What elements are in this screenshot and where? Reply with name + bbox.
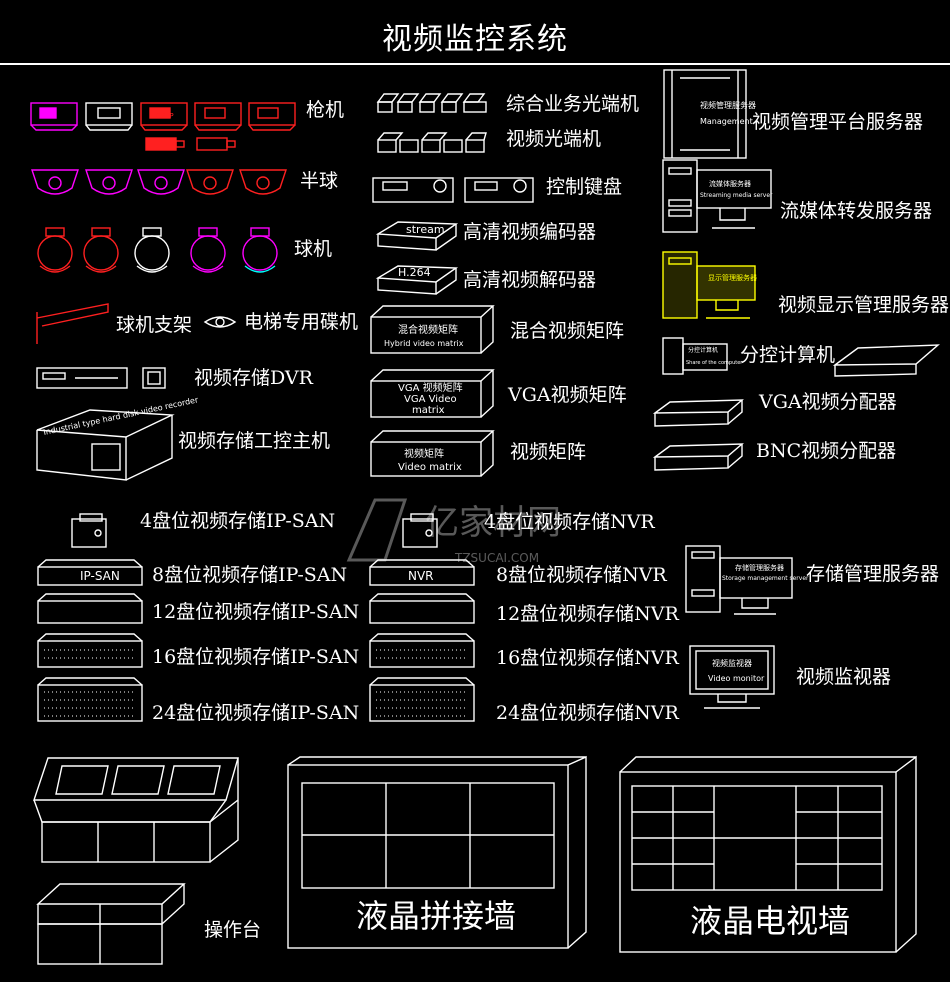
ipsan8-tag: IP-SAN: [80, 569, 120, 583]
label-fiber-multi: 综合业务光端机: [506, 93, 640, 115]
label-bnc-splitter: BNC视频分配器: [756, 440, 897, 462]
video-matrix-en: Video matrix: [398, 462, 462, 473]
half-dome-icons: [31, 169, 287, 195]
vga-matrix-icon: [370, 369, 495, 418]
label-vga-splitter: VGA视频分配器: [759, 391, 897, 413]
video-monitor-icon: [689, 645, 775, 709]
label-dvr: 视频存储DVR: [194, 367, 313, 389]
label-display-server: 视频显示管理服务器: [778, 294, 950, 316]
stream-server-cn: 流媒体服务器: [709, 179, 751, 188]
vga-matrix-en1: VGA Video: [404, 394, 457, 405]
vga-matrix-cn: VGA 视频矩阵: [398, 381, 463, 394]
watermark-cn: 亿家材网: [425, 503, 561, 543]
dome-bracket-icon: [36, 303, 109, 344]
tv-wall-icon: [619, 755, 917, 953]
label-video-matrix: 视频矩阵: [510, 441, 587, 463]
label-ipsan16: 16盘位视频存储IP-SAN: [152, 646, 360, 668]
label-nvr24: 24盘位视频存储NVR: [496, 702, 679, 724]
video-matrix-icon: [370, 430, 495, 477]
decoder-icon: [375, 265, 459, 295]
title-divider: [0, 63, 950, 65]
dvr-icon: [36, 367, 166, 389]
storage-server-icon: [685, 545, 793, 615]
sub-pc-en: Share of the computer: [686, 360, 743, 366]
label-bullet-camera: 枪机: [306, 99, 345, 121]
monitor-cn: 视频监视器: [712, 658, 752, 668]
watermark-logo-icon: 亿家材网 TZSUCAI.COM: [346, 498, 561, 565]
mgmt-server-en: Management: [700, 117, 753, 126]
label-nvr4: 4盘位视频存储NVR: [484, 511, 655, 533]
label-tv-wall: 液晶电视墙: [690, 902, 851, 940]
label-nvr12: 12盘位视频存储NVR: [496, 603, 679, 625]
label-console: 操作台: [204, 919, 262, 941]
label-dome: 球机: [294, 238, 333, 260]
elevator-camera-icon: [203, 316, 237, 328]
decoder-tag: H.264: [398, 266, 431, 279]
lcd-wall-icon: [287, 755, 587, 949]
label-encoder: 高清视频编码器: [463, 221, 597, 243]
hybrid-matrix-en: Hybrid video matrix: [384, 339, 464, 348]
label-mgmt-server: 视频管理平台服务器: [752, 111, 924, 133]
label-ipsan4: 4盘位视频存储IP-SAN: [140, 510, 336, 532]
label-sub-pc: 分控计算机: [740, 344, 836, 366]
monitor-en: Video monitor: [708, 674, 765, 683]
label-fiber-video: 视频光端机: [506, 128, 602, 150]
ipsan-rack-icons: [37, 559, 143, 722]
video-matrix-cn: 视频矩阵: [404, 447, 444, 460]
fiber-multi-icon: [376, 93, 487, 113]
label-decoder: 高清视频解码器: [463, 269, 597, 291]
keyboard-icon: [372, 177, 534, 203]
dome-camera-icons: [37, 227, 278, 273]
encoder-tag: stream: [406, 223, 445, 236]
stream-server-en: Streaming media server: [700, 192, 773, 199]
hybrid-matrix-cn: 混合视频矩阵: [398, 323, 458, 336]
label-keyboard: 控制键盘: [546, 176, 623, 198]
label-monitor: 视频监视器: [796, 666, 892, 688]
label-ipc-host: 视频存储工控主机: [178, 430, 331, 452]
bnc-splitter-icon: [652, 443, 744, 471]
sub-pc-cn: 分控计算机: [688, 346, 718, 354]
label-nvr16: 16盘位视频存储NVR: [496, 647, 679, 669]
label-dome-bracket: 球机支架: [116, 314, 193, 336]
label-half-dome: 半球: [300, 170, 339, 192]
sub-pc-icon: [662, 337, 940, 377]
stream-server-icon: [662, 159, 772, 233]
ipc-host-caption: Industrial type hard disk video recorder: [43, 395, 200, 437]
label-elevator-camera: 电梯专用碟机: [244, 311, 359, 333]
vga-matrix-en2: matrix: [412, 405, 445, 416]
camera-tag: TCP-IP: [151, 112, 174, 120]
page-title: 视频监控系统: [382, 22, 568, 57]
label-stream-server: 流媒体转发服务器: [780, 200, 933, 222]
fiber-video-icon: [377, 132, 487, 153]
drive-bay-dots: [44, 649, 468, 717]
nvr-rack-icons: [369, 559, 475, 722]
bullet-camera-icons: [30, 102, 296, 151]
label-storage-server: 存储管理服务器: [806, 563, 940, 585]
ipc-host-icon: [36, 409, 175, 481]
storage-server-en: Storage management server: [722, 575, 809, 582]
label-hybrid-matrix: 混合视频矩阵: [510, 320, 625, 342]
console-icon: [33, 757, 239, 965]
nvr4-icon: [402, 513, 438, 548]
encoder-icon: [375, 221, 459, 251]
hybrid-matrix-icon: [370, 305, 495, 354]
nvr8-tag: NVR: [408, 569, 434, 583]
storage-server-cn: 存储管理服务器: [735, 563, 784, 572]
label-vga-matrix: VGA视频矩阵: [508, 384, 627, 406]
label-ipsan8: 8盘位视频存储IP-SAN: [152, 564, 348, 586]
vga-splitter-icon: [652, 399, 744, 427]
mgmt-server-cn: 视频管理服务器: [700, 100, 756, 110]
watermark: 亿家材网 TZSUCAI.COM: [345, 490, 625, 574]
display-server-icon: [662, 251, 756, 319]
display-server-cn: 显示管理服务器: [708, 273, 757, 282]
ipsan4-icon: [71, 513, 107, 548]
label-ipsan12: 12盘位视频存储IP-SAN: [152, 601, 360, 623]
label-ipsan24: 24盘位视频存储IP-SAN: [152, 702, 360, 724]
watermark-en: TZSUCAI.COM: [454, 551, 539, 565]
label-lcd-wall: 液晶拼接墙: [356, 897, 517, 935]
mgmt-server-icon: [663, 69, 747, 159]
label-nvr8: 8盘位视频存储NVR: [496, 564, 667, 586]
title-bar: 视频监控系统: [0, 0, 950, 65]
